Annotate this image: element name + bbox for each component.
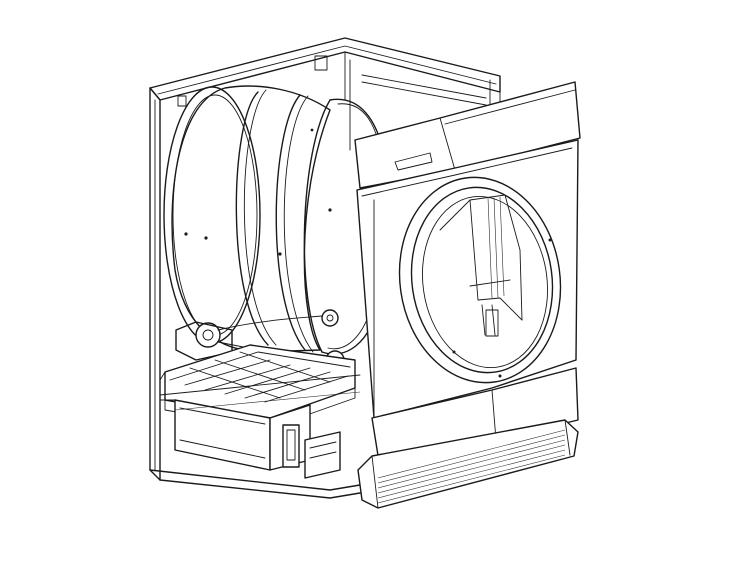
drum — [163, 85, 391, 355]
front-panel — [354, 81, 581, 509]
base-assembly — [159, 309, 361, 479]
